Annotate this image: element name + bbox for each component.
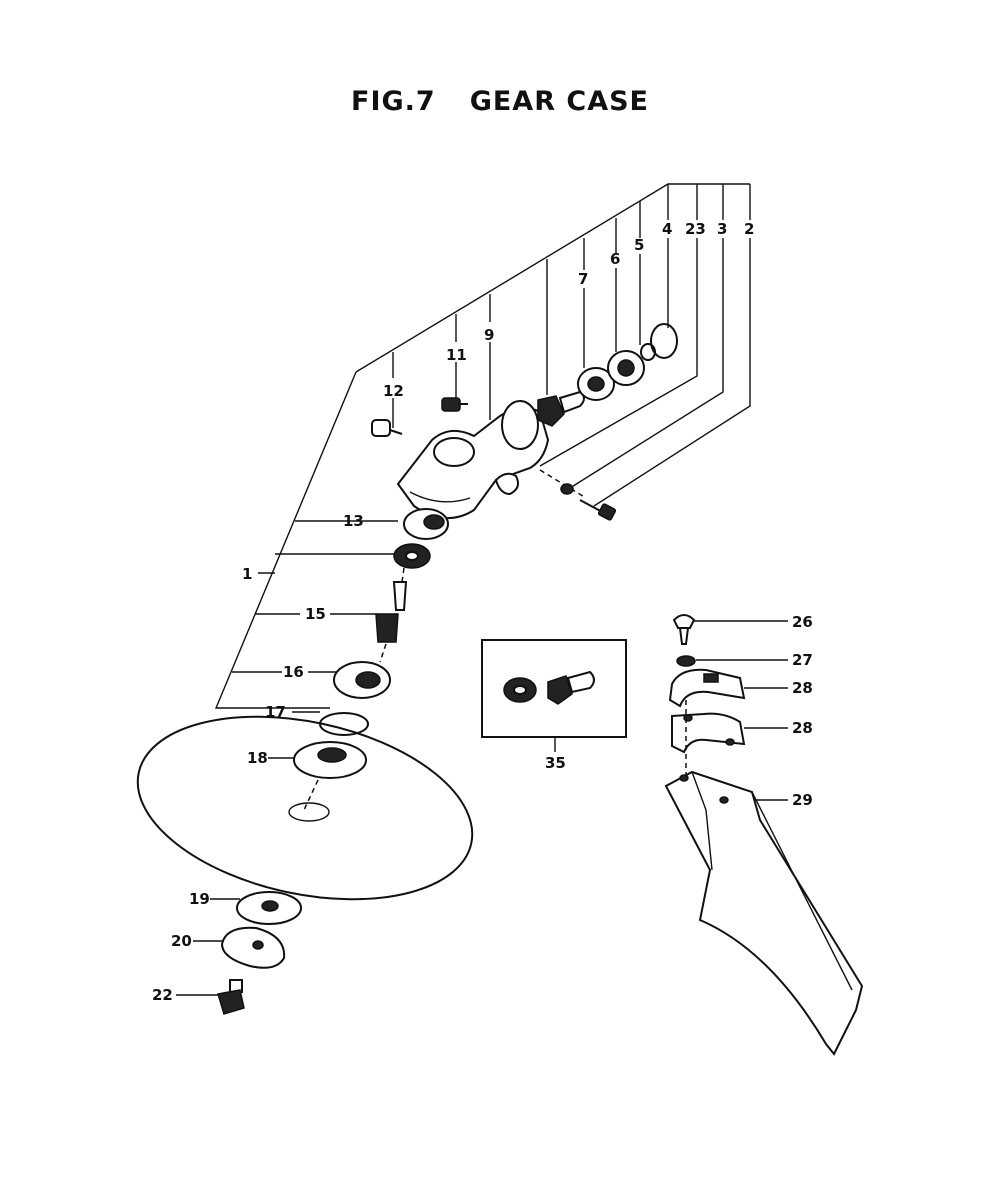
figure-label: FIG.7	[351, 86, 436, 117]
callout-22: 22	[152, 986, 173, 1004]
callout-35: 35	[545, 754, 566, 772]
callout-6: 6	[610, 250, 620, 268]
bevel-gear-14	[393, 543, 431, 569]
callout-7: 7	[578, 270, 588, 288]
washer-27	[676, 655, 696, 667]
washer-19	[236, 891, 302, 925]
ball-bearing-7	[577, 367, 615, 401]
callout-28-lower: 28	[792, 719, 813, 737]
callout-29: 29	[792, 791, 813, 809]
blade-guard-29	[664, 700, 864, 1056]
callout-12: 12	[383, 382, 404, 400]
callout-3: 3	[717, 220, 727, 238]
holder-18	[293, 741, 367, 811]
screw-26	[672, 614, 696, 645]
callout-15: 15	[305, 605, 326, 623]
ball-bearing-6	[607, 350, 645, 386]
ball-bearing-13	[403, 508, 449, 540]
callout-13: 13	[343, 512, 364, 530]
callout-11: 11	[446, 346, 467, 364]
callout-18: 18	[247, 749, 268, 767]
callout-16: 16	[283, 663, 304, 681]
bolt-12	[371, 419, 403, 437]
callout-20: 20	[171, 932, 192, 950]
clamp-28-lower	[671, 712, 746, 754]
figure-name: GEAR CASE	[469, 86, 649, 117]
shaft-15	[375, 567, 408, 663]
callout-2: 2	[744, 220, 754, 238]
gear-case-housing	[396, 400, 550, 520]
callout-17: 17	[265, 703, 286, 721]
saw-blade	[136, 715, 474, 901]
ball-bearing-16	[333, 661, 391, 699]
callout-1: 1	[242, 565, 252, 583]
callout-19: 19	[189, 890, 210, 908]
callout-4: 4	[662, 220, 672, 238]
bolt-11	[441, 397, 468, 412]
nut-22	[217, 979, 245, 1015]
callout-9: 9	[484, 326, 494, 344]
gear-set-box	[481, 639, 627, 738]
cover-20	[220, 926, 286, 969]
bracket-lines	[176, 183, 788, 996]
callout-28-upper: 28	[792, 679, 813, 697]
clamp-bolt-2	[539, 469, 617, 521]
callout-5: 5	[634, 236, 644, 254]
callout-27: 27	[792, 651, 813, 669]
clamp-28-upper	[668, 668, 746, 708]
snap-ring-4	[650, 323, 678, 359]
callout-23: 23	[685, 220, 706, 238]
callout-labels: 2 3 23 4 5 6 7 9 11 12 13 1 15 16 17 18 …	[152, 220, 813, 1004]
callout-26: 26	[792, 613, 813, 631]
figure-title: FIG.7 GEAR CASE	[0, 86, 1000, 117]
bevel-pinion-gear	[537, 390, 585, 427]
